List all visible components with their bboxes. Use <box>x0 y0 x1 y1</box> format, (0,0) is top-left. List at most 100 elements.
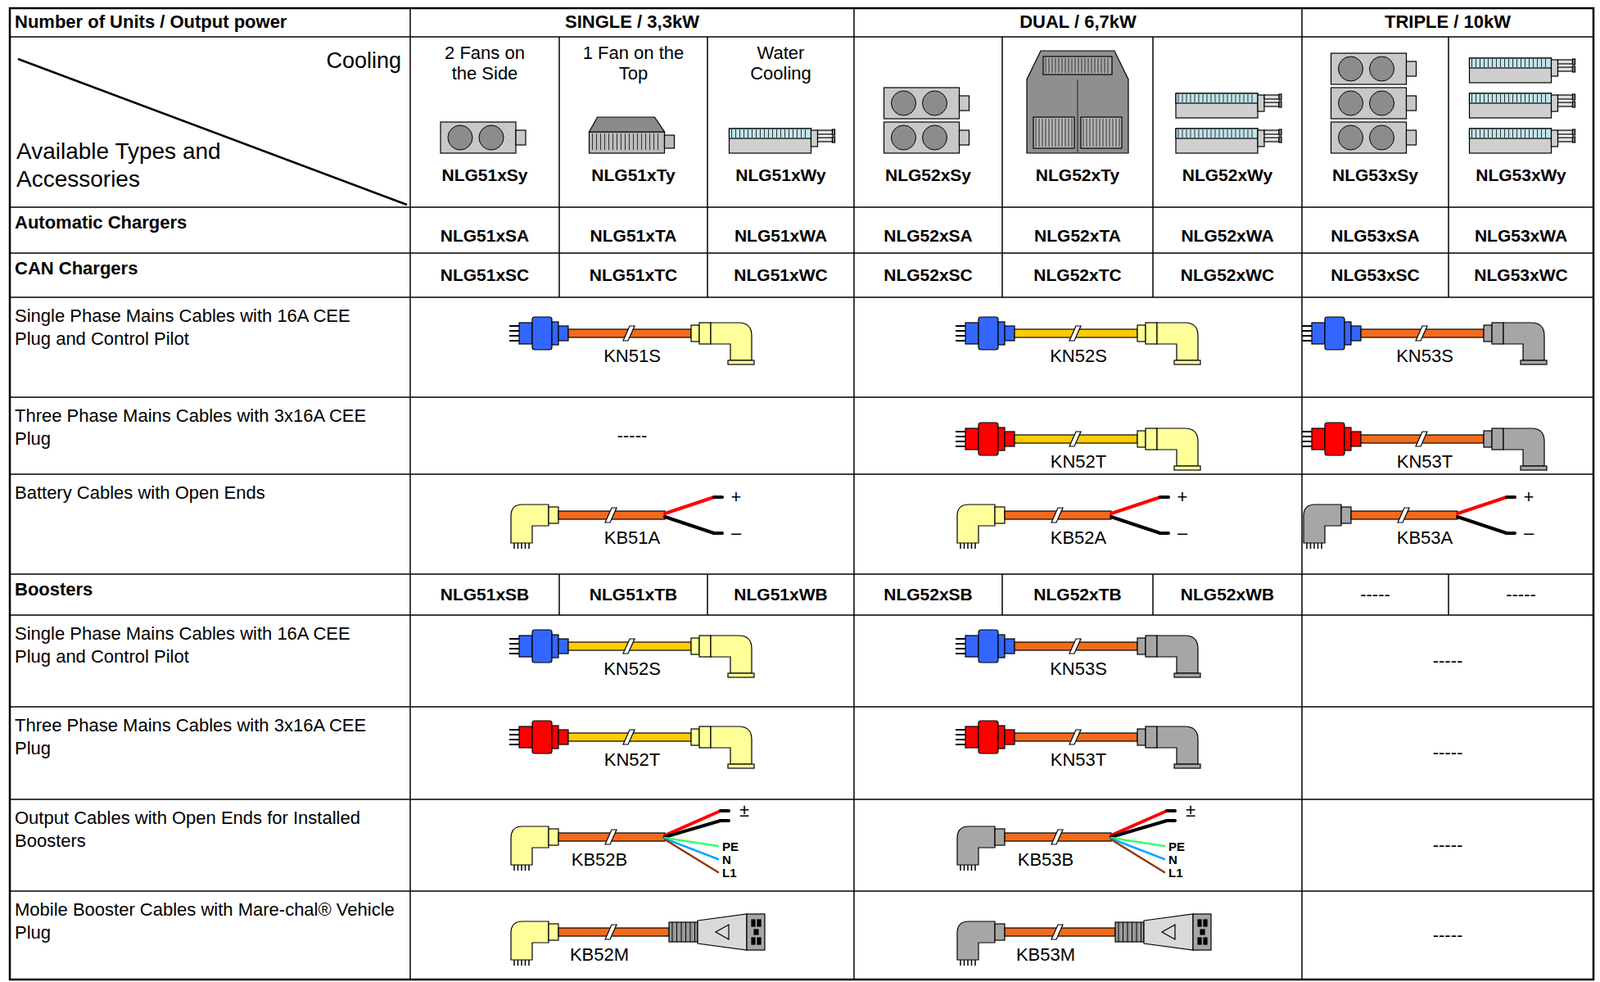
connector-base <box>727 763 755 769</box>
black-wire <box>664 820 721 837</box>
plug-pin <box>955 445 966 448</box>
fin <box>1096 118 1098 147</box>
type-code: NLG52xWC <box>1152 253 1302 298</box>
unit-socket <box>1406 61 1417 77</box>
table-cell: KB52A <box>1012 526 1144 550</box>
connector-collar <box>699 322 711 344</box>
connector-base <box>1174 360 1201 365</box>
wire-name: PE <box>722 838 759 854</box>
cee-plug <box>978 720 999 754</box>
cee-plug <box>532 720 552 754</box>
angled-connector <box>710 635 752 674</box>
connector-base <box>1174 763 1201 769</box>
cable-break <box>1415 431 1428 447</box>
fin <box>1516 129 1518 138</box>
fin <box>1052 58 1054 73</box>
fin <box>1471 94 1473 103</box>
cee-plug <box>1324 316 1345 350</box>
row-rule <box>9 206 1594 208</box>
polarity-sign: – <box>725 521 747 545</box>
fin <box>1071 58 1073 73</box>
fin <box>1042 118 1044 147</box>
type-code: NLG51xTB <box>559 574 708 615</box>
fan-grille <box>1043 56 1112 75</box>
fin <box>1039 118 1040 147</box>
column-rule <box>706 36 709 298</box>
fin <box>1198 129 1200 138</box>
connector-collar <box>1137 430 1146 448</box>
plug-pin <box>1301 325 1312 327</box>
water-unit <box>1175 93 1282 118</box>
plug-pin <box>955 325 966 327</box>
fin <box>1541 94 1542 103</box>
table-header: Number of Units / Output power <box>9 8 411 37</box>
fin <box>612 133 614 150</box>
axis-label: Available Types and Accessories <box>16 137 222 204</box>
fin <box>657 133 659 150</box>
table-cell: KB53B <box>980 848 1112 872</box>
fin <box>616 133 618 150</box>
type-code: NLG51xWC <box>707 253 855 298</box>
column-rule <box>706 574 709 615</box>
type-code: NLG52xWy <box>1152 162 1302 189</box>
fin <box>1223 94 1225 103</box>
plug-symbol <box>1161 924 1176 940</box>
marechal-plug <box>1143 913 1194 950</box>
cee-plug <box>519 635 533 657</box>
fin <box>637 133 638 150</box>
fin <box>1528 94 1530 103</box>
unit-housing <box>1026 50 1129 154</box>
fin <box>1251 94 1253 103</box>
fin <box>1471 129 1473 138</box>
unit-body <box>1331 53 1407 85</box>
fin <box>1058 58 1060 73</box>
fin <box>1088 58 1090 73</box>
fin <box>743 129 745 138</box>
angled-connector <box>1157 726 1198 764</box>
water-unit <box>1469 93 1576 118</box>
connector-pin <box>971 959 973 966</box>
plug-pin <box>757 937 761 945</box>
cee-plug <box>1344 321 1352 345</box>
fan <box>1338 90 1364 116</box>
fin <box>1512 94 1514 103</box>
table-cell: ----- <box>410 397 855 475</box>
plug-pin <box>955 440 966 443</box>
plug-face <box>1193 913 1212 950</box>
connector-collar <box>699 635 711 657</box>
fin <box>1491 129 1493 138</box>
plug-pin <box>955 652 966 655</box>
fin <box>1483 58 1485 68</box>
fin <box>1524 58 1526 68</box>
water-pipe <box>1264 102 1280 107</box>
unit-socket <box>515 130 526 145</box>
fin <box>1091 58 1093 73</box>
fin <box>1107 58 1109 73</box>
plug-pin <box>751 919 755 927</box>
fin <box>1471 58 1473 68</box>
fan-side-unit <box>884 122 970 154</box>
fin <box>735 129 737 138</box>
type-code: NLG53xSy <box>1301 162 1449 189</box>
cee-plug <box>1004 325 1015 341</box>
fin <box>1094 58 1096 73</box>
fin <box>1235 94 1237 103</box>
fin <box>1093 118 1094 147</box>
table-cell: ----- <box>1301 614 1594 707</box>
connector-collar <box>699 726 711 748</box>
cooling-plate <box>729 128 812 139</box>
angled-connector <box>957 504 995 543</box>
fin <box>1182 129 1184 138</box>
grip-ridge <box>1118 922 1120 942</box>
connector-pin <box>520 864 523 871</box>
column-header: DUAL / 6,7kW <box>854 8 1302 37</box>
type-code: NLG53xSC <box>1301 253 1449 298</box>
table-cell: ----- <box>1301 890 1594 980</box>
table-cell: KB53M <box>980 943 1112 967</box>
row-rule <box>9 705 1594 708</box>
water-pipe <box>1558 137 1573 142</box>
fin <box>1483 94 1485 103</box>
fin <box>632 133 634 150</box>
wire-tip <box>714 495 723 499</box>
plug-pin <box>955 329 966 332</box>
